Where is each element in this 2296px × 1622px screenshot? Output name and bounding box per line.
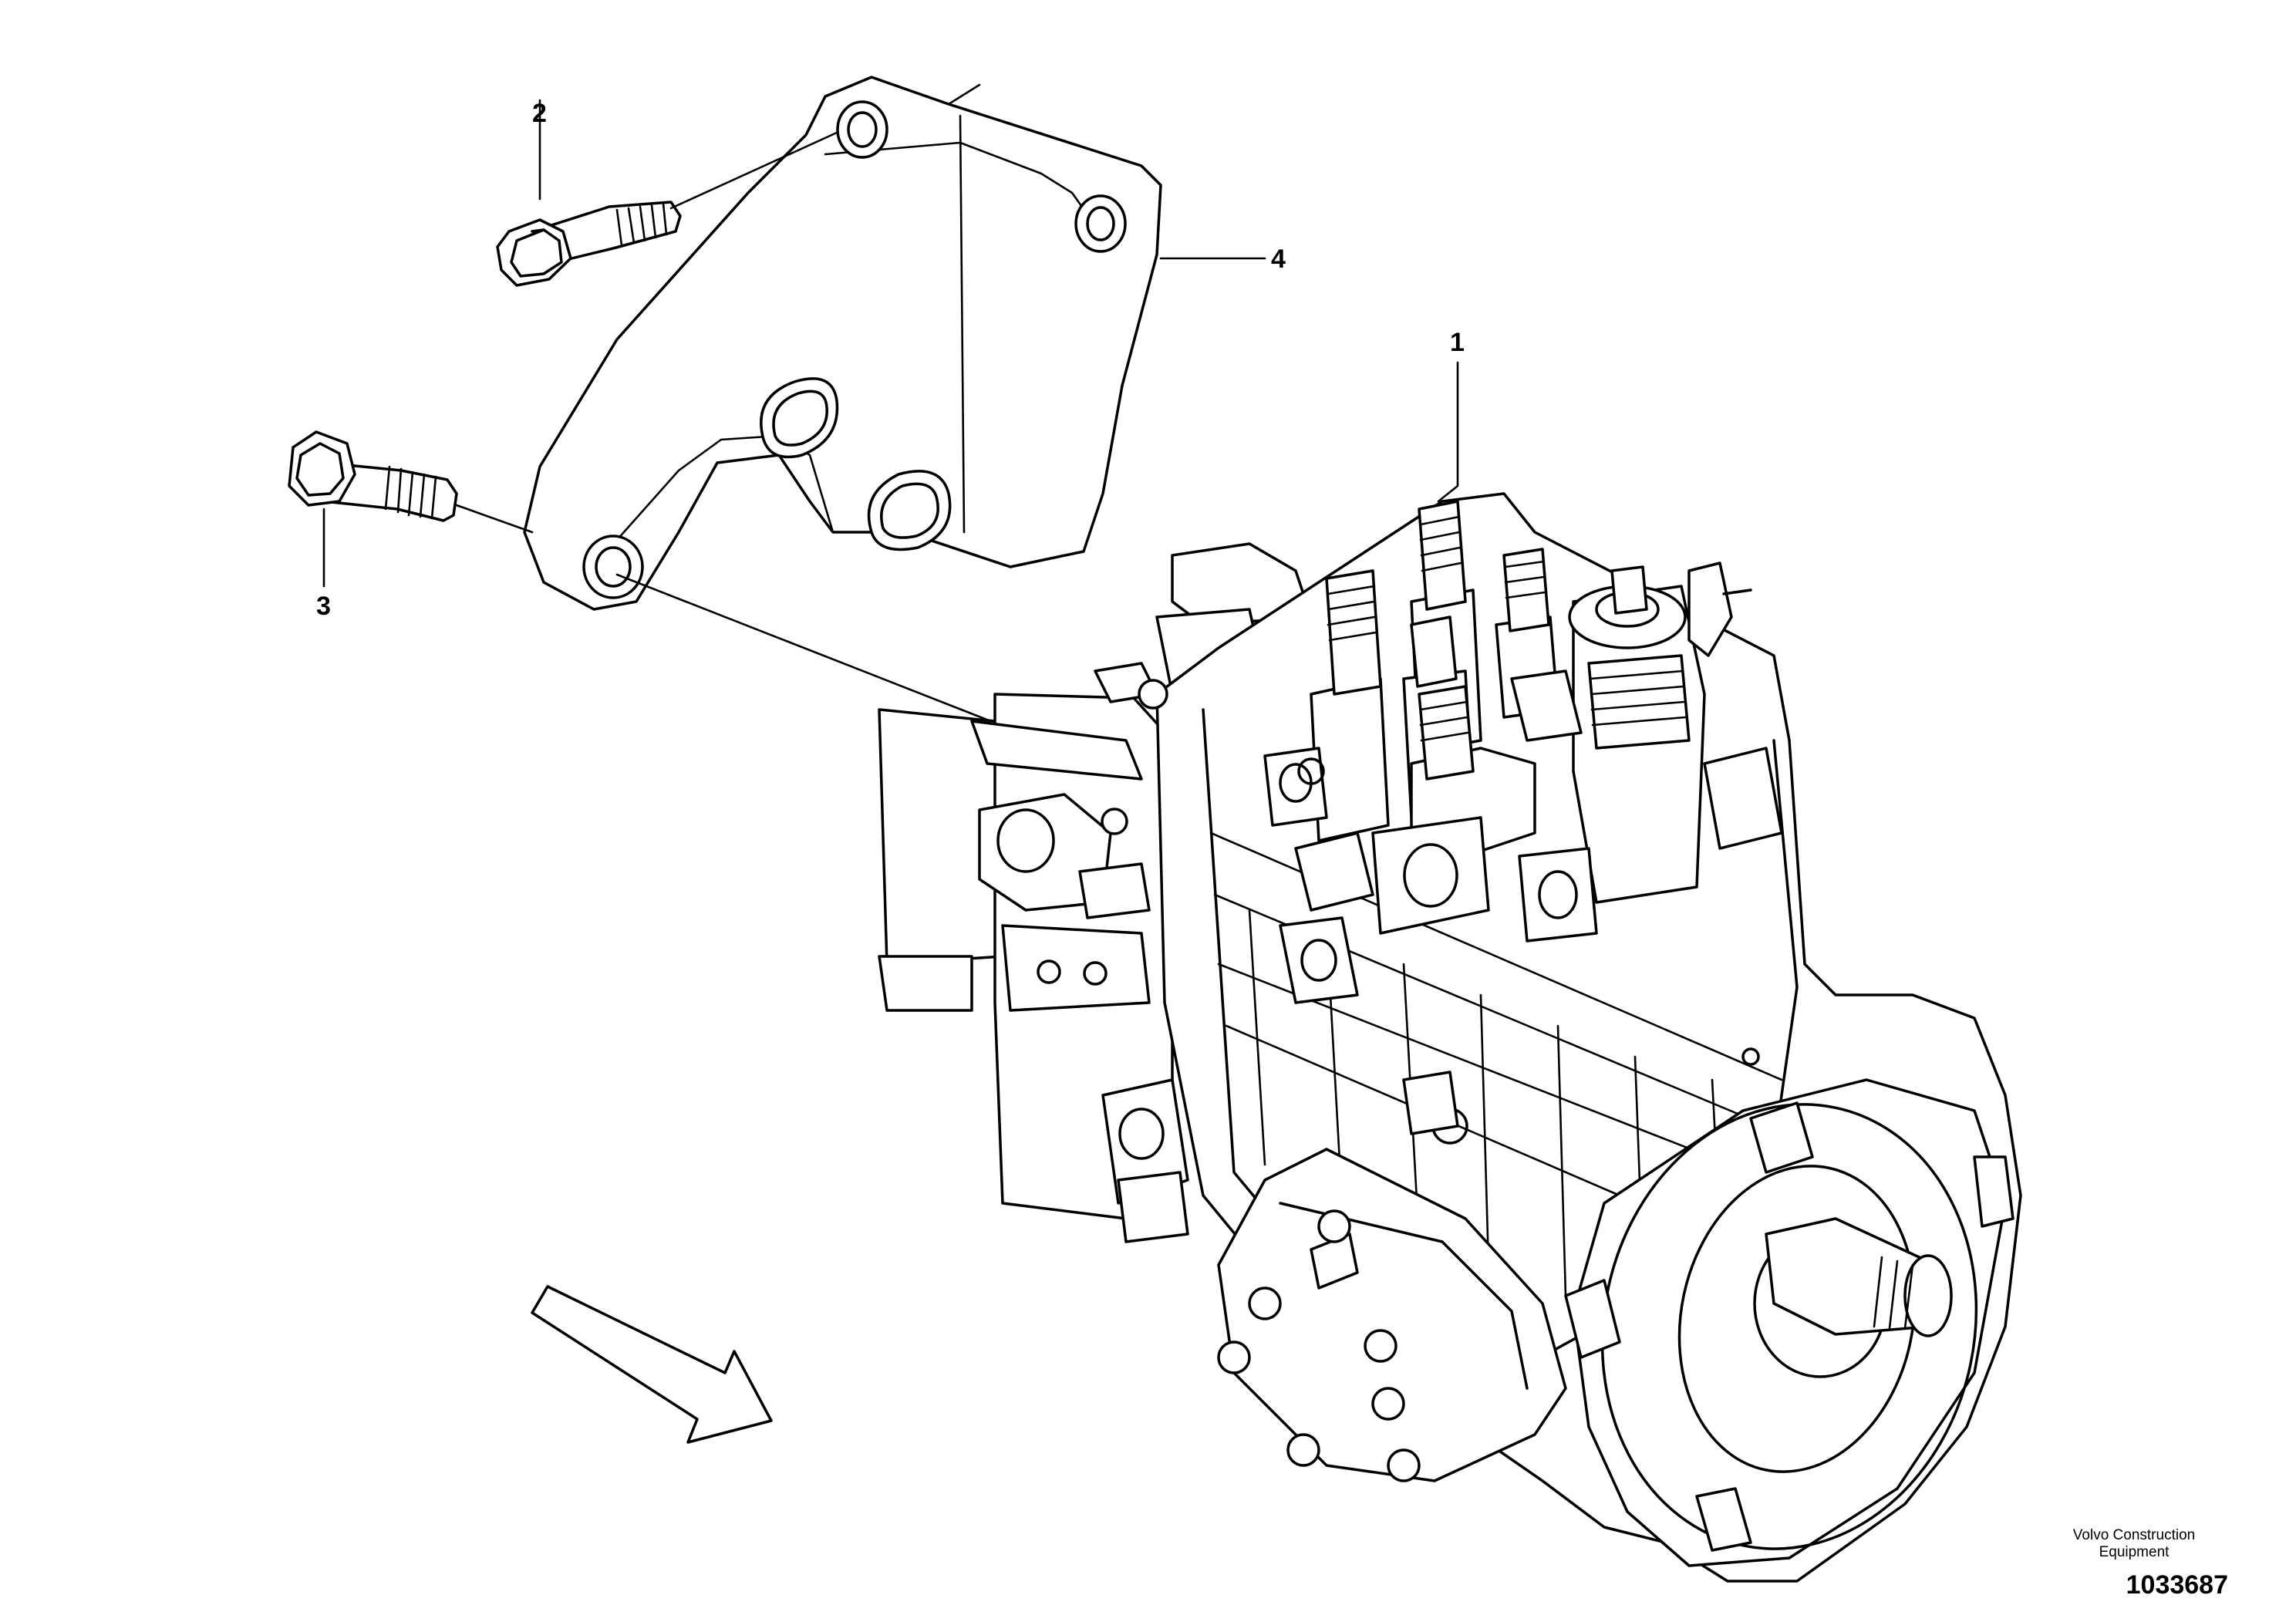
drawing-number: 1033687: [2126, 1570, 2228, 1600]
callout-1: 1: [1450, 328, 1465, 357]
flange-bolt-upper: [496, 201, 682, 287]
callout-4: 4: [1271, 244, 1286, 274]
manufacturer-credit: Volvo Construction Equipment: [2034, 1527, 2234, 1561]
mounting-bracket: [523, 76, 1162, 611]
hollow-arrow-down-right-icon: [531, 1285, 773, 1444]
credit-line-2: Equipment: [2099, 1544, 2170, 1560]
flange-bolt-lower: [288, 430, 458, 522]
callout-3: 3: [316, 592, 331, 621]
callout-2: 2: [532, 99, 547, 128]
credit-line-1: Volvo Construction: [2072, 1527, 2196, 1543]
leader-lines: [322, 99, 1459, 730]
fuel-injection-pump: [878, 492, 2022, 1583]
